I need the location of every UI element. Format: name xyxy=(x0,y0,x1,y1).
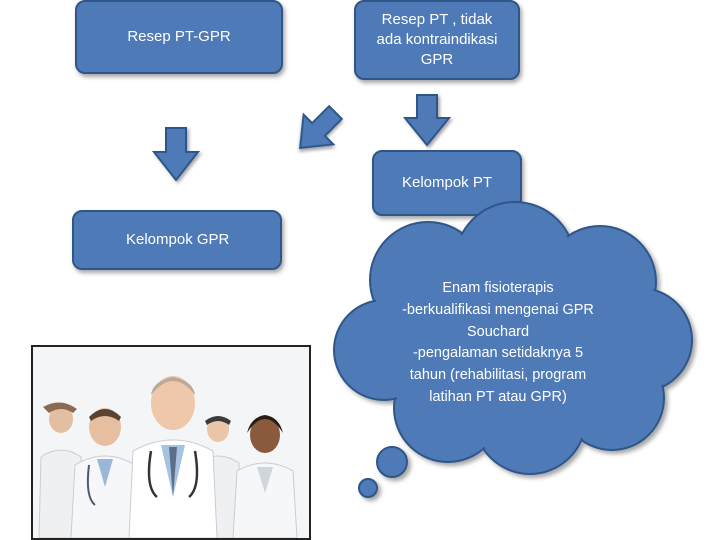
cloud-text: Enam fisioterapis -berkualifikasi mengen… xyxy=(380,278,616,409)
cloud-line-4: -pengalaman setidaknya 5 xyxy=(412,345,584,362)
resep-pt-line-3: GPR xyxy=(420,51,454,69)
cloud-line-2: -berkualifikasi mengenai GPR xyxy=(402,301,594,318)
doctors-illustration xyxy=(33,347,309,538)
doctor-figure-right xyxy=(232,415,298,538)
resep-pt-line-2: ada kontraindikasi xyxy=(376,30,498,48)
down-arrow-right xyxy=(402,94,452,147)
resep-pt-gpr-label: Resep PT-GPR xyxy=(127,27,231,45)
kelompok-gpr-box: Kelompok GPR xyxy=(72,210,282,270)
cloud-line-5: tahun (rehabilitasi, program xyxy=(409,367,587,383)
doctors-photo xyxy=(31,345,311,540)
diagonal-arrow xyxy=(298,104,344,150)
cloud-line-6: latihan PT atau GPR) xyxy=(429,388,567,405)
cloud-bubble-medium xyxy=(376,446,408,478)
cloud-line-1: Enam fisioterapis xyxy=(442,280,554,296)
doctor-figure-left xyxy=(70,408,140,538)
resep-pt-gpr-box: Resep PT-GPR xyxy=(75,0,283,74)
doctor-figure-back-left xyxy=(38,402,84,538)
kelompok-gpr-label: Kelompok GPR xyxy=(126,230,230,248)
down-arrow-left xyxy=(151,127,201,182)
kelompok-pt-label: Kelompok PT xyxy=(401,173,493,191)
cloud-line-3: Souchard xyxy=(466,323,530,340)
resep-pt-label: Resep PT , tidak ada kontraindikasi GPR xyxy=(377,10,498,71)
cloud-bubble-small xyxy=(358,478,378,498)
doctor-figure-center xyxy=(128,376,218,538)
resep-pt-no-contraindication-box: Resep PT , tidak ada kontraindikasi GPR xyxy=(354,0,520,80)
resep-pt-line-1: Resep PT , tidak xyxy=(381,10,493,28)
